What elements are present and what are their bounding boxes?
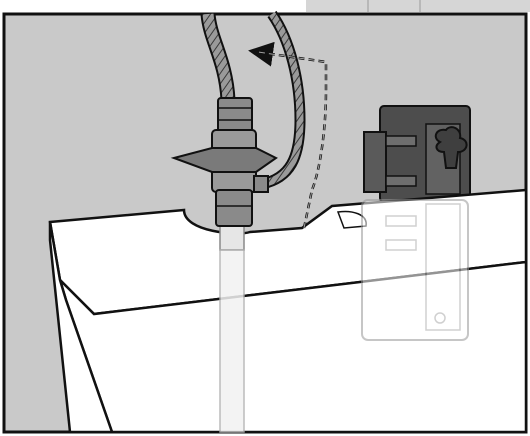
- valve-lower-nut: [216, 190, 252, 226]
- header-strip-right: [306, 0, 530, 12]
- fill-valve-ghost: [362, 200, 468, 340]
- bracket-left-clip: [364, 132, 386, 192]
- fill-valve-bracket: [364, 106, 470, 202]
- supply-pipe: [220, 226, 244, 432]
- valve-top-nut: [218, 98, 252, 132]
- pipe-ghost: [220, 250, 244, 432]
- pipe-visible: [220, 226, 244, 250]
- header-strip-left: [0, 0, 192, 14]
- valve-outlet: [254, 176, 268, 192]
- bracket-slot-upper: [386, 136, 416, 146]
- bracket-slot-lower: [386, 176, 416, 186]
- ghost-bracket: [362, 200, 468, 340]
